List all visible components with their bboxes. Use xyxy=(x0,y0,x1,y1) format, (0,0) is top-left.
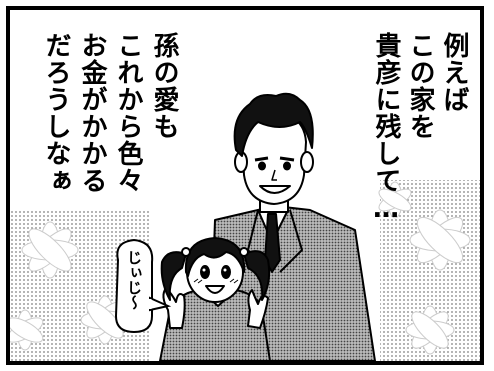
dialogue-right: 例えば この家を 貴彦に残して… xyxy=(360,32,470,282)
dialogue-right-line-2: この家を xyxy=(405,32,435,140)
girl-figure xyxy=(159,237,271,361)
dialogue-left-line-2: これから色々 xyxy=(113,32,143,194)
dialogue-right-line-3: 貴彦に残して… xyxy=(371,32,401,225)
dialogue-left-line-3: お金がかかる xyxy=(77,32,107,194)
speech-bubble-text: じぃじ〜 xyxy=(125,250,143,310)
panel-frame: 例えば この家を 貴彦に残して… 孫の愛も これから色々 お金がかかる だろうし… xyxy=(6,6,484,365)
dialogue-left-line-1: 孫の愛も xyxy=(149,32,179,140)
dialogue-right-line-1: 例えば xyxy=(439,32,469,113)
speech-bubble xyxy=(114,238,172,334)
panel-artwork xyxy=(10,92,480,361)
dialogue-left-line-4: だろうしなぁ xyxy=(41,32,71,194)
dialogue-left: 孫の愛も これから色々 お金がかかる だろうしなぁ xyxy=(30,32,180,232)
